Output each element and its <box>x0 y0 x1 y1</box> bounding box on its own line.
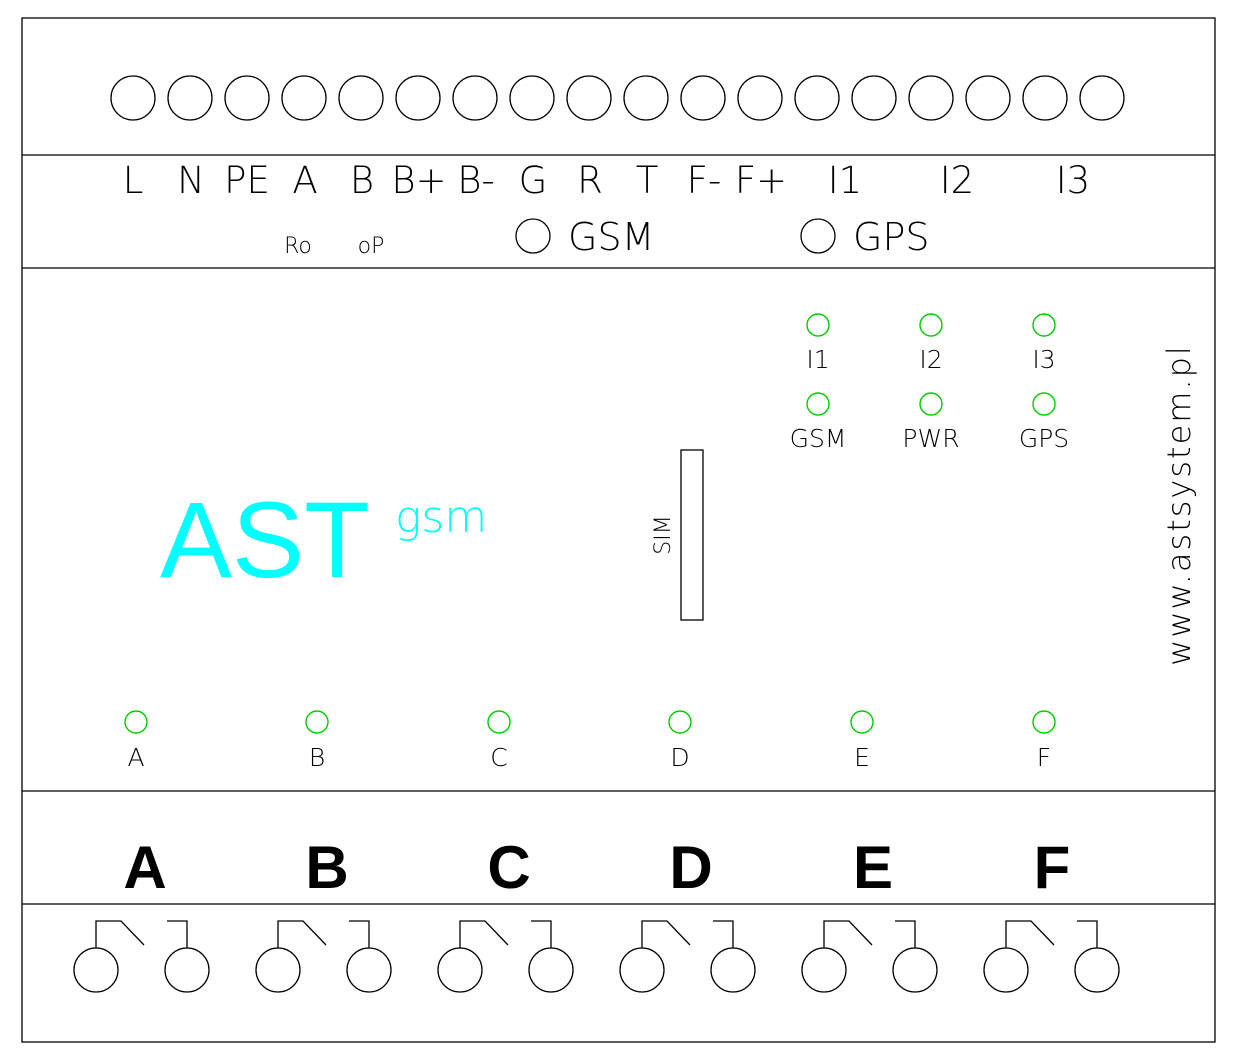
relay-label-e: E <box>853 834 893 901</box>
terminal-label-b: B <box>350 159 374 202</box>
terminal-labels: L N PE A B B+ B- G R T F- F+ I1 I2 I3 <box>123 159 1091 202</box>
terminal-label-i1: I1 <box>828 159 862 202</box>
gsm-antenna-connector <box>515 218 551 254</box>
terminal-label-l: L <box>123 159 144 202</box>
led-gsm-icon <box>806 392 830 416</box>
sim-label: SIM <box>651 515 676 554</box>
led-i2-icon <box>919 313 943 337</box>
terminal-screw <box>680 75 726 121</box>
relay-label-b: B <box>305 834 348 901</box>
led-label-pwr: PWR <box>902 424 959 453</box>
relay-contact-b-icon <box>255 920 392 993</box>
terminal-screw <box>452 75 498 121</box>
terminal-screw <box>566 75 612 121</box>
output-led-label-c: C <box>490 743 507 772</box>
terminal-label-i2: I2 <box>940 159 974 202</box>
relay-label-a: A <box>123 834 166 901</box>
terminal-label-f-minus: F- <box>687 159 722 202</box>
relay-contact-c-icon <box>437 920 574 993</box>
output-led-f-icon <box>1032 710 1056 734</box>
website-label: www.astsystem.pl <box>1160 344 1198 666</box>
led-i3-icon <box>1032 313 1056 337</box>
terminal-screw <box>281 75 327 121</box>
led-label-i3: I3 <box>1032 345 1055 374</box>
device-housing <box>21 17 1216 1043</box>
gps-antenna-label: GPS <box>853 215 929 259</box>
terminal-screw <box>851 75 897 121</box>
relay-label-d: D <box>669 834 712 901</box>
relay-contact-a-icon <box>73 920 210 993</box>
relay-label-f: F <box>1034 834 1071 901</box>
output-led-label-a: A <box>127 743 144 772</box>
terminal-label-b-plus: B+ <box>391 159 446 202</box>
terminal-screw <box>737 75 783 121</box>
led-label-gps: GPS <box>1019 424 1069 453</box>
terminal-label-f-plus: F+ <box>735 159 787 202</box>
terminal-label-g: G <box>519 159 548 202</box>
brand-name: AST <box>160 479 370 600</box>
output-led-c-icon <box>487 710 511 734</box>
ro-label: Ro <box>284 234 312 259</box>
led-label-i2: I2 <box>919 345 942 374</box>
output-led-d-icon <box>668 710 692 734</box>
led-label-i1: I1 <box>806 345 829 374</box>
terminal-screw <box>794 75 840 121</box>
gsm-antenna-label: GSM <box>568 215 654 259</box>
status-led-panel: I1 I2 I3 GSM PWR GPS <box>790 313 1069 453</box>
relay-label-c: C <box>487 834 530 901</box>
output-led-label-d: D <box>670 743 689 772</box>
relay-row: A B C D E F <box>73 834 1120 993</box>
sim-slot <box>680 449 704 621</box>
terminal-label-n: N <box>177 159 205 202</box>
terminal-label-t: T <box>636 159 659 202</box>
sub-labels: Ro oP GSM GPS <box>284 215 929 259</box>
output-led-a-icon <box>124 710 148 734</box>
terminal-screw <box>110 75 156 121</box>
output-led-row: A B C D E F <box>124 710 1056 772</box>
terminal-screw <box>623 75 669 121</box>
terminal-label-b-minus: B- <box>457 159 495 202</box>
output-led-b-icon <box>305 710 329 734</box>
terminal-label-r: R <box>577 159 603 202</box>
relay-contact-e-icon <box>801 920 938 993</box>
output-led-e-icon <box>850 710 874 734</box>
brand-suffix: gsm <box>395 492 487 543</box>
terminal-screw <box>1022 75 1068 121</box>
output-led-label-e: E <box>854 743 870 772</box>
top-terminal-row <box>110 75 1125 121</box>
terminal-screw <box>395 75 441 121</box>
relay-contact-d-icon <box>619 920 756 993</box>
terminal-screw <box>965 75 1011 121</box>
terminal-label-pe: PE <box>224 159 270 202</box>
terminal-screw <box>167 75 213 121</box>
terminal-screw <box>908 75 954 121</box>
terminal-screw <box>224 75 270 121</box>
terminal-label-i3: I3 <box>1056 159 1090 202</box>
terminal-screw <box>338 75 384 121</box>
led-gps-icon <box>1032 392 1056 416</box>
output-led-label-f: F <box>1037 743 1051 772</box>
output-led-label-b: B <box>309 743 325 772</box>
led-pwr-icon <box>919 392 943 416</box>
op-label: oP <box>358 234 385 259</box>
gps-antenna-connector <box>800 218 836 254</box>
terminal-screw <box>1079 75 1125 121</box>
led-label-gsm: GSM <box>790 424 847 453</box>
terminal-label-a: A <box>292 159 317 202</box>
relay-contact-f-icon <box>983 920 1120 993</box>
terminal-screw <box>509 75 555 121</box>
led-i1-icon <box>806 313 830 337</box>
